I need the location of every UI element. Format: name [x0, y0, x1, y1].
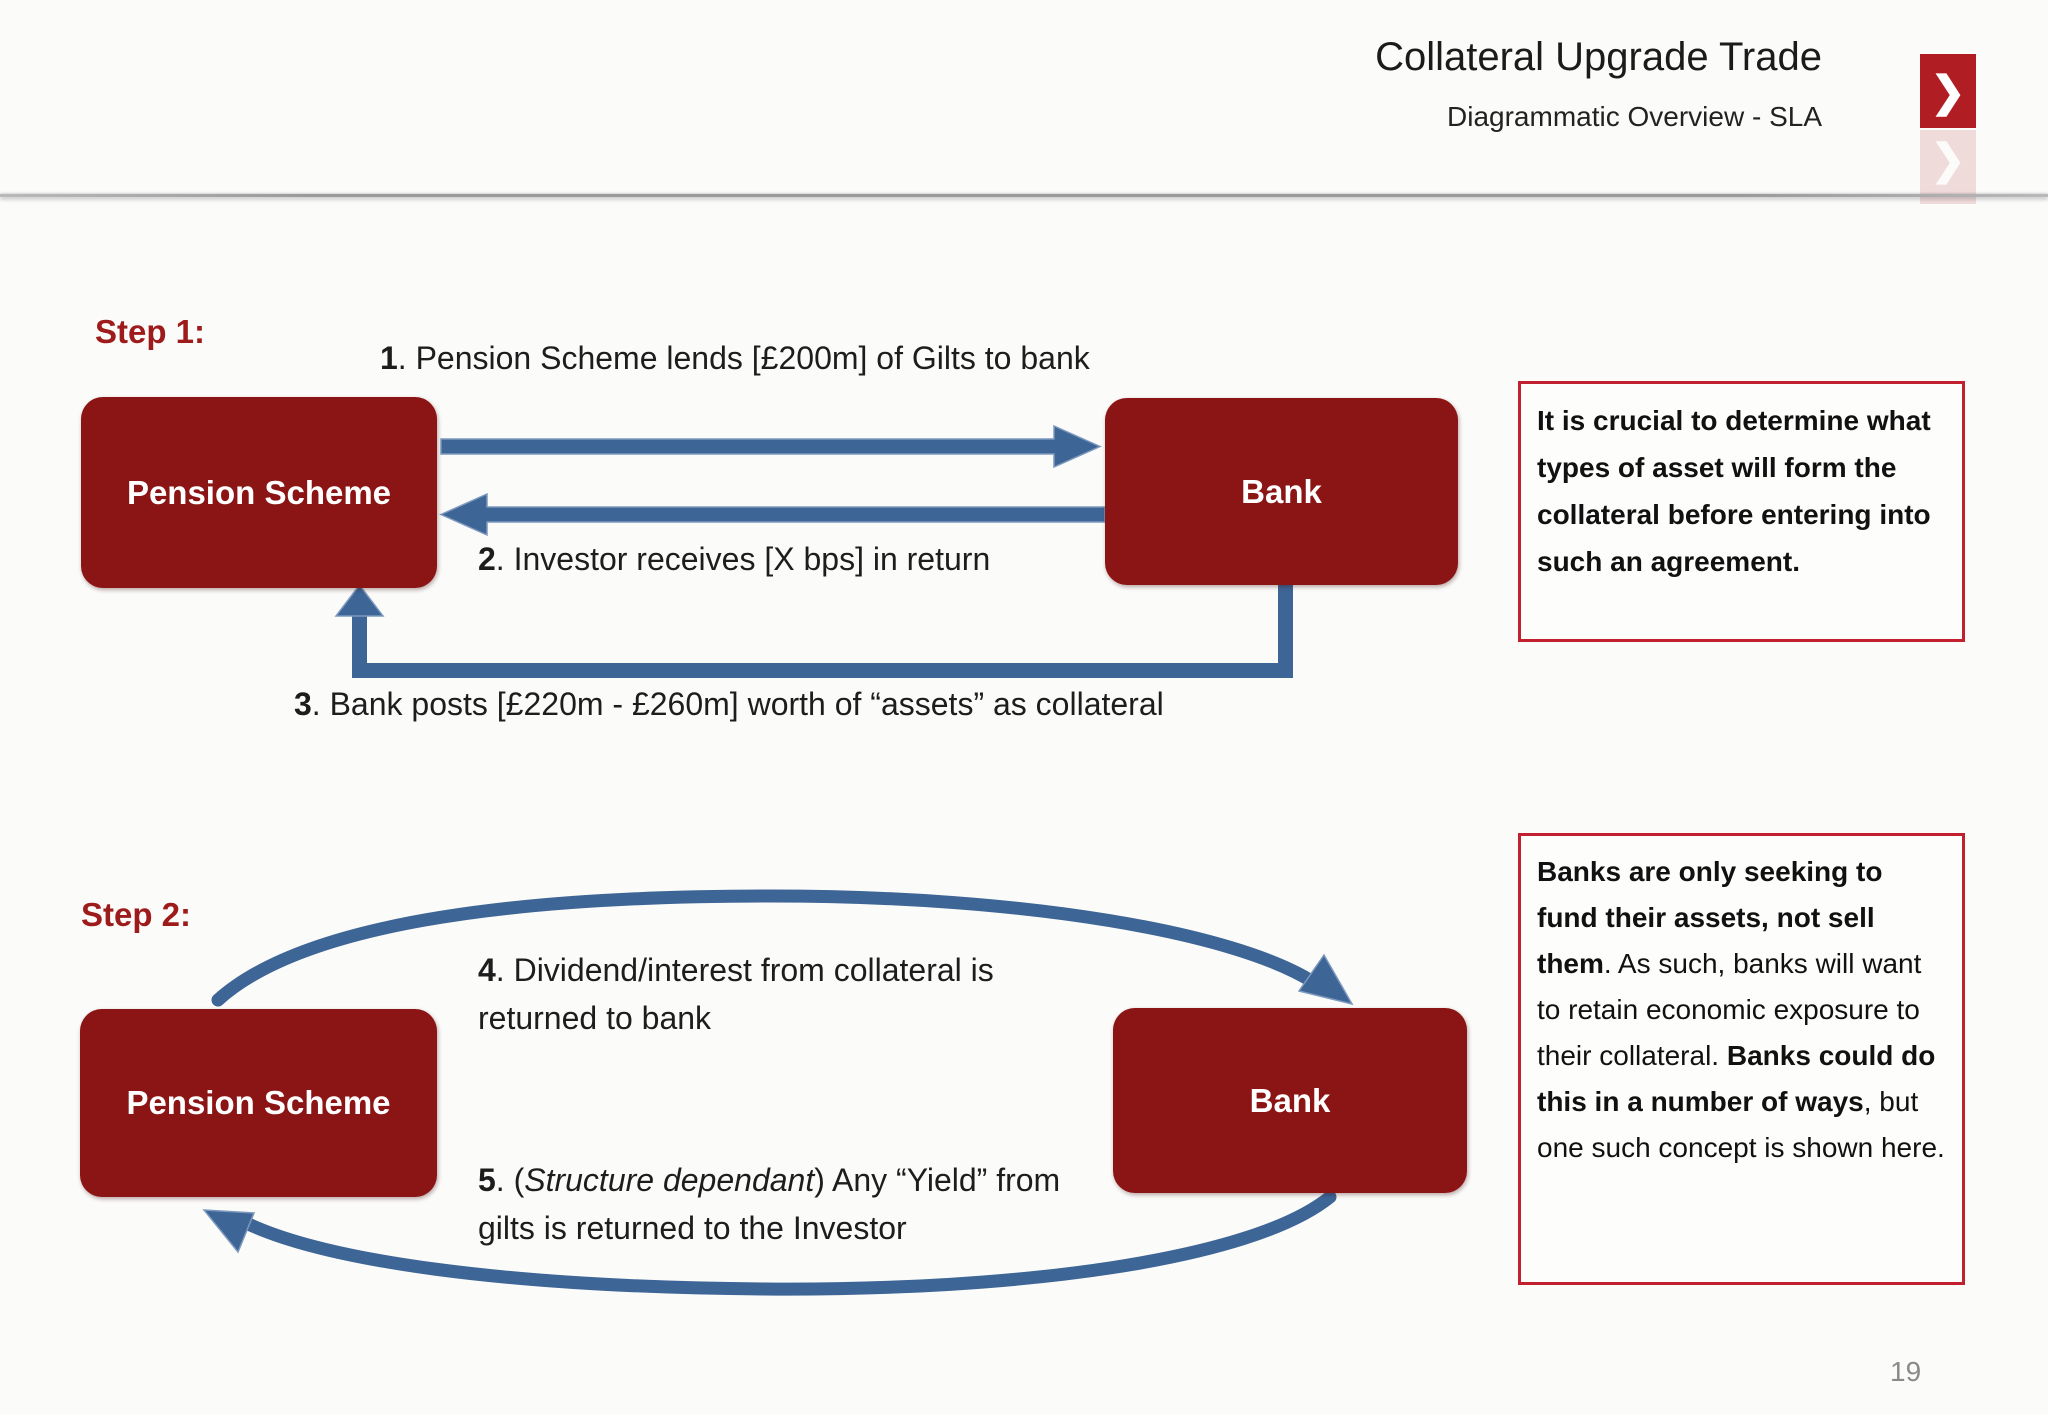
header: Collateral Upgrade Trade Diagrammatic Ov… — [1375, 30, 1822, 134]
brand-logo: ❯ — [1920, 54, 1976, 128]
arrow-collateral-head — [334, 583, 385, 617]
page-subtitle: Diagrammatic Overview - SLA — [1447, 101, 1822, 132]
callout-step2: Banks are only seeking to fund their ass… — [1518, 833, 1965, 1285]
arc-dividend-head — [1297, 953, 1354, 1006]
flow5-number: 5 — [478, 1162, 496, 1198]
callout2-mid: . As such, banks will want to retain eco… — [1537, 948, 1922, 1071]
flow5-pre: . ( — [495, 1162, 525, 1198]
arrow-collateral-elbow — [352, 585, 1293, 678]
flow1-text: 1. Pension Scheme lends [£200m] of Gilts… — [380, 340, 1090, 377]
flow4-number: 4 — [478, 952, 496, 988]
flow2-body: . Investor receives [X bps] in return — [495, 541, 991, 577]
flow1-number: 1 — [380, 340, 398, 376]
header-divider — [0, 194, 2048, 197]
bank-box-step2: Bank — [1113, 1008, 1467, 1193]
flow5-text: 5. (Structure dependant) Any “Yield” fro… — [478, 1156, 1103, 1252]
callout-step1: It is crucial to determine what types of… — [1518, 381, 1965, 642]
bank-box-step1: Bank — [1105, 398, 1458, 585]
page-title: Collateral Upgrade Trade — [1375, 35, 1822, 79]
flow2-text: 2. Investor receives [X bps] in return — [478, 541, 990, 578]
flow2-number: 2 — [478, 541, 496, 577]
flow4-text: 4. Dividend/interest from collateral is … — [478, 946, 1103, 1042]
page-number: 19 — [1890, 1356, 1922, 1387]
callout2-bold2: Banks could do this in a number of ways — [1537, 1040, 1936, 1117]
arc-yield-head — [202, 1209, 256, 1254]
pension-scheme-label: Pension Scheme — [126, 1084, 391, 1121]
bank-label: Bank — [1249, 1081, 1331, 1119]
step2-label: Step 2: — [81, 896, 192, 933]
arc-yield — [235, 1190, 1337, 1296]
pension-scheme-box-step1: Pension Scheme — [81, 397, 437, 588]
pension-scheme-label: Pension Scheme — [126, 473, 392, 511]
arc-dividend — [211, 889, 1320, 1007]
callout2-bold1: Banks are only seeking to fund their ass… — [1537, 856, 1883, 979]
bank-label: Bank — [1241, 472, 1322, 510]
chevron-right-icon: ❯ — [1930, 67, 1966, 115]
flow4-body: . Dividend/interest from collateral is r… — [478, 952, 994, 1036]
flow5-post: ) Any “Yield” from gilts is returned to … — [478, 1162, 1061, 1246]
pension-scheme-box-step2: Pension Scheme — [80, 1009, 437, 1197]
arrow-lend-gilts — [440, 424, 1102, 469]
callout2-end: , but one such concept is shown here. — [1537, 1086, 1945, 1163]
flow5-italic: Structure dependant — [524, 1162, 815, 1198]
step1-label: Step 1: — [95, 313, 206, 350]
flow3-body: . Bank posts [£220m - £260m] worth of “a… — [311, 686, 1164, 722]
flow3-number: 3 — [294, 686, 312, 722]
flow1-body: . Pension Scheme lends [£200m] of Gilts … — [397, 340, 1090, 376]
arrow-return-bps — [439, 492, 1106, 537]
flow3-text: 3. Bank posts [£220m - £260m] worth of “… — [294, 686, 1164, 723]
